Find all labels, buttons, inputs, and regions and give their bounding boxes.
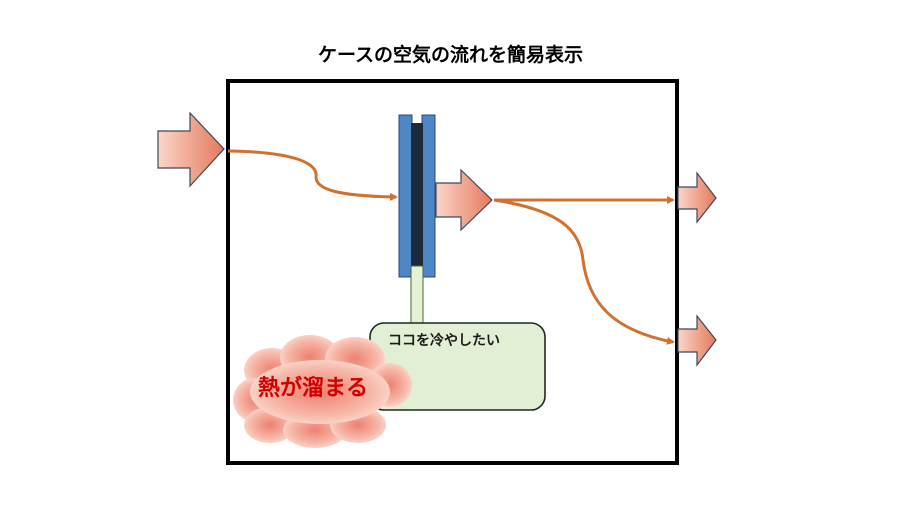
heatsink-fin-right [421, 114, 436, 278]
heatsink-core [411, 123, 423, 269]
case-outline [226, 79, 679, 465]
heatsink-fin-left [398, 114, 413, 278]
airflow-inlet-line [227, 149, 398, 201]
outlet-arrow-upper [677, 171, 717, 224]
heat-cloud [233, 335, 412, 448]
heatsink-exhaust-arrow [435, 168, 493, 232]
diagram-title: ケースの空気の流れを簡易表示 [317, 44, 584, 66]
airflow-lower-outlet-line [493, 198, 675, 345]
heat-buildup-label: 熱が溜まる [258, 376, 369, 401]
cooling-target-label: ココを冷やしたい [388, 333, 500, 349]
heat-pipe [410, 265, 424, 327]
outlet-arrow-lower [677, 314, 717, 367]
inlet-arrow [157, 111, 225, 188]
